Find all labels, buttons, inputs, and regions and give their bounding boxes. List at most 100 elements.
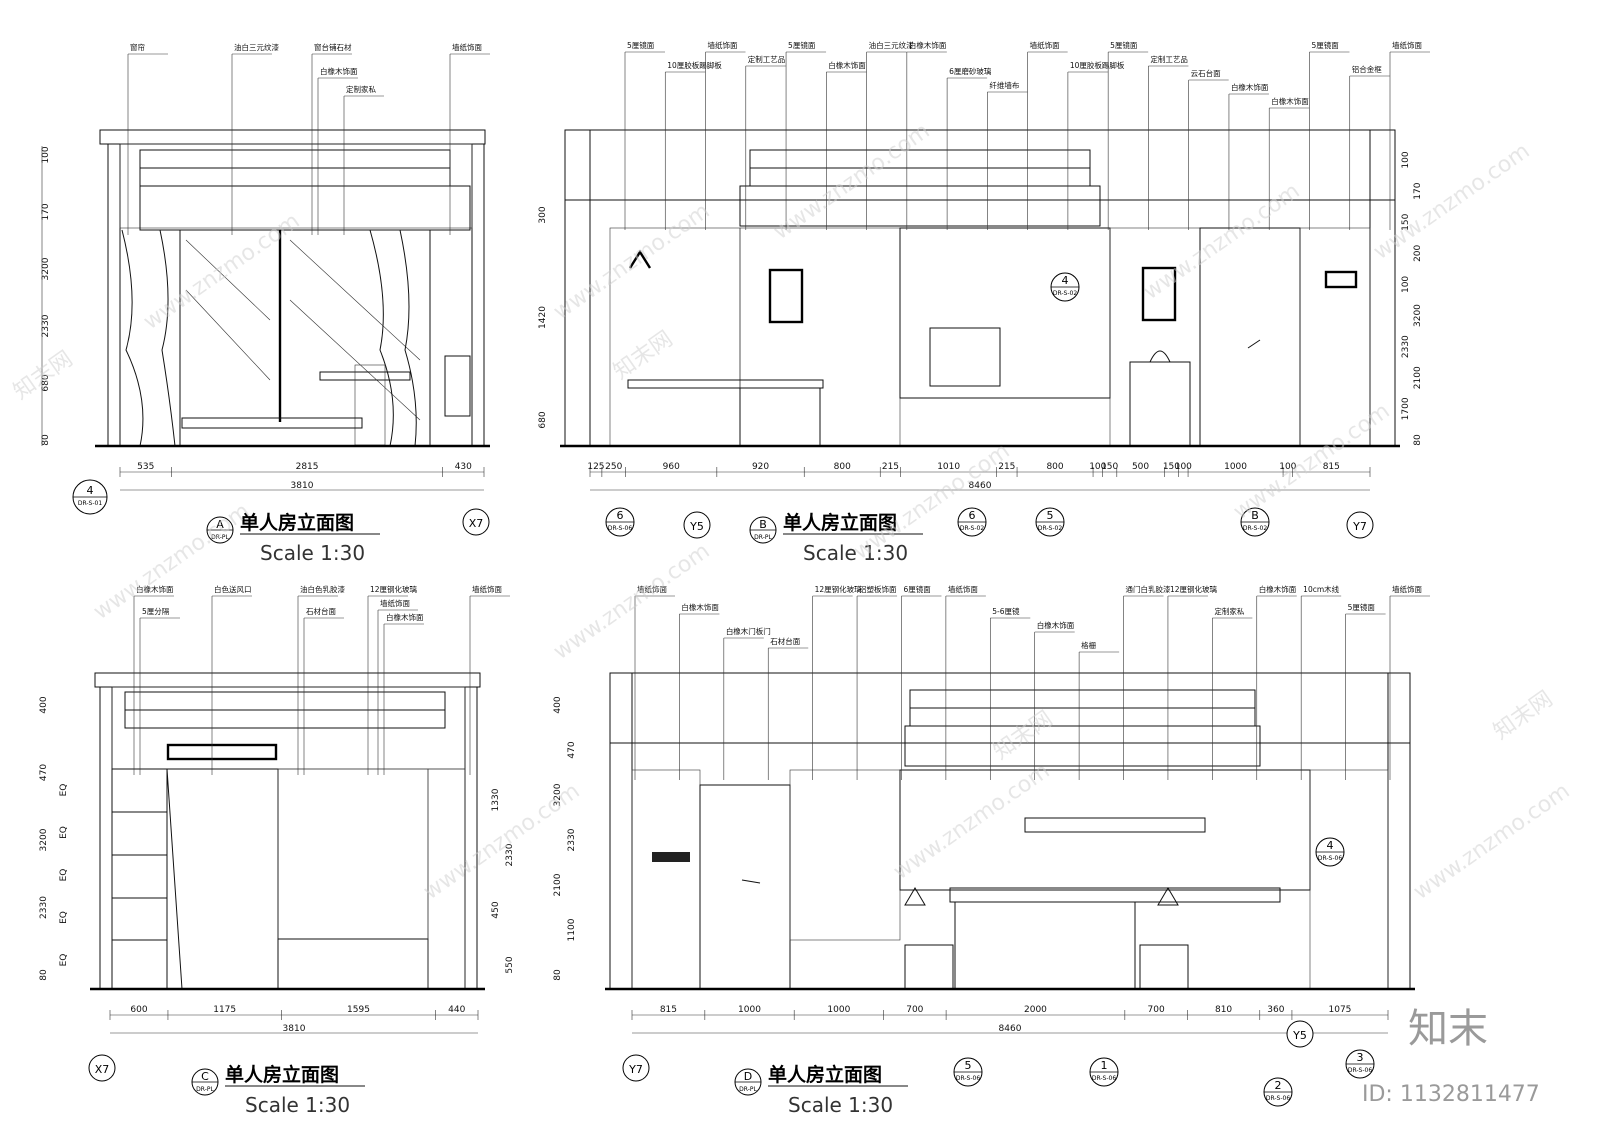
ceiling-slab-a xyxy=(99,129,486,145)
stone-base-c xyxy=(277,938,429,990)
section-ref-d-3-sheet: DR-S-06 xyxy=(1266,1095,1291,1102)
nightstand-right-d xyxy=(1139,944,1189,990)
key-card-d xyxy=(652,852,690,862)
dim-right-b: 2330 xyxy=(1401,335,1411,358)
watermark-text: www.znzmo.com xyxy=(889,759,1054,885)
watermark-text: www.znzmo.com xyxy=(1369,139,1534,265)
section-ref-d-4-sheet: DR-S-06 xyxy=(1348,1067,1373,1074)
ceiling-band-1-a xyxy=(139,149,451,169)
open-door-c xyxy=(166,768,279,990)
dim-right-b: 170 xyxy=(1413,182,1423,199)
watermark-brand: 知末网 xyxy=(989,707,1057,765)
dim-eq-c: EQ xyxy=(59,784,69,797)
dim-right-c: 1330 xyxy=(491,788,501,811)
artwork-frame-b1 xyxy=(768,268,804,324)
air-vent-c xyxy=(166,743,278,761)
view-code-D: D xyxy=(744,1070,752,1083)
dim-bottom-b-value: 815 xyxy=(1323,462,1340,472)
label-b-label: 油白三元纹漆 xyxy=(869,40,914,50)
label-b-label: 5厘镜面 xyxy=(1311,40,1339,50)
section-ref-d-5-sheet: DR-S-06 xyxy=(1318,855,1343,862)
dim-eq-c: EQ xyxy=(59,954,69,967)
label-d-label: 12厘钢化玻璃 xyxy=(1170,584,1218,594)
view-sub-A: DR-PL xyxy=(211,534,229,541)
label-b-label: 5厘镜面 xyxy=(1110,40,1138,50)
section-ref-a-number: 4 xyxy=(87,484,94,497)
section-ref-d-2: 1DR-S-06 xyxy=(1089,1057,1119,1087)
dim-bottom-d-value: 700 xyxy=(906,1005,923,1015)
section-ref-d-1-number: 5 xyxy=(965,1059,972,1072)
title-C: 单人房立面图 xyxy=(225,1063,339,1086)
dim-bottom-b-value: 150 xyxy=(1101,462,1118,472)
label-b-label: 定制工艺品 xyxy=(1150,54,1188,64)
ceiling-slab-c xyxy=(94,672,481,688)
label-d-label: 5-6厘镜 xyxy=(992,606,1020,616)
section-ref-b-3-sheet: DR-S-02 xyxy=(1038,525,1063,532)
tv-b xyxy=(929,327,1001,387)
scale-A: Scale 1:30 xyxy=(260,541,365,565)
dim-total-d: 8460 xyxy=(999,1024,1022,1034)
label-c-label: 石材台面 xyxy=(306,606,336,616)
section-ref-b-1: 6DR-S-06 xyxy=(605,507,635,537)
dim-bottom-b-value: 500 xyxy=(1132,462,1149,472)
left-wall-c xyxy=(99,686,113,990)
label-d-label: 定制家私 xyxy=(1214,606,1244,616)
wall-panel-d2 xyxy=(789,769,901,941)
dim-left-b: 680 xyxy=(538,411,548,428)
dim-left-d: 2100 xyxy=(553,873,563,896)
dim-eq-c: EQ xyxy=(59,911,69,924)
section-ref-b-2-number: 6 xyxy=(969,509,976,522)
label-c-label: 白色送风口 xyxy=(214,584,252,594)
axis-a-right-circle xyxy=(462,508,490,536)
dim-bottom-a-value: 430 xyxy=(455,462,472,472)
dim-left-d: 470 xyxy=(567,741,577,758)
label-a-label: 墙纸饰面 xyxy=(452,42,482,52)
section-ref-b-1-number: 6 xyxy=(617,509,624,522)
glass-panel-c xyxy=(277,768,429,940)
right-wall-d xyxy=(1387,672,1411,990)
label-d-label: 墙纸饰面 xyxy=(948,584,978,594)
section-ref-b-1-sheet: DR-S-06 xyxy=(608,525,633,532)
label-c-label: 白橡木饰面 xyxy=(136,584,174,594)
dim-left-b: 300 xyxy=(538,206,548,223)
dim-total-c: 3810 xyxy=(283,1024,306,1034)
dim-bottom-b-value: 100 xyxy=(1279,462,1296,472)
watermark-text: www.znzmo.com xyxy=(1139,179,1304,305)
label-d-label: 通门白乳胶漆 xyxy=(1126,584,1171,594)
door-arrow-b xyxy=(1247,339,1261,349)
section-ref-d-3-number: 2 xyxy=(1275,1079,1282,1092)
dim-total-b: 8460 xyxy=(969,481,992,491)
label-b-label: 云石台面 xyxy=(1191,68,1221,78)
label-d-label: 5厘镜面 xyxy=(1348,602,1376,612)
label-d-label: 石材台面 xyxy=(770,636,800,646)
wall-panel-d1 xyxy=(631,769,701,990)
dim-bottom-a-value: 535 xyxy=(137,462,154,472)
axis-c-left-circle xyxy=(88,1054,116,1082)
label-a-label: 白橡木饰面 xyxy=(320,66,358,76)
lamp-left-d xyxy=(904,887,926,906)
label-d-label: 12厘钢化玻璃 xyxy=(815,584,863,594)
scale-B: Scale 1:30 xyxy=(803,541,908,565)
title-A: 单人房立面图 xyxy=(240,511,354,534)
dim-left-d: 80 xyxy=(553,969,563,981)
bed-headboard-b xyxy=(899,227,1111,399)
axis-d-right-circle xyxy=(1286,1020,1314,1048)
section-ref-b-5: 4DR-S-02 xyxy=(1050,272,1080,302)
dim-right-b: 2100 xyxy=(1413,366,1423,389)
dim-bottom-b-value: 960 xyxy=(663,462,680,472)
section-ref-d-2-number: 1 xyxy=(1101,1059,1108,1072)
bed-d xyxy=(954,901,1136,990)
dim-bottom-d-value: 1075 xyxy=(1329,1005,1352,1015)
label-b-label: 5厘镜面 xyxy=(788,40,816,50)
section-ref-d-3: 2DR-S-06 xyxy=(1263,1077,1293,1107)
dim-left-a: 80 xyxy=(41,434,51,446)
dim-eq-c: EQ xyxy=(59,826,69,839)
dim-bottom-b-value: 215 xyxy=(882,462,899,472)
ceiling-band-2-b xyxy=(749,167,1091,187)
label-d-label: 白橡木饰面 xyxy=(1037,620,1075,630)
display-shelf-d xyxy=(1024,817,1206,833)
glass-reflection-a xyxy=(185,239,421,421)
wall-sign-b xyxy=(1324,270,1358,289)
axis-b-right-circle xyxy=(1346,511,1374,539)
dim-right-c: 2330 xyxy=(505,843,515,866)
